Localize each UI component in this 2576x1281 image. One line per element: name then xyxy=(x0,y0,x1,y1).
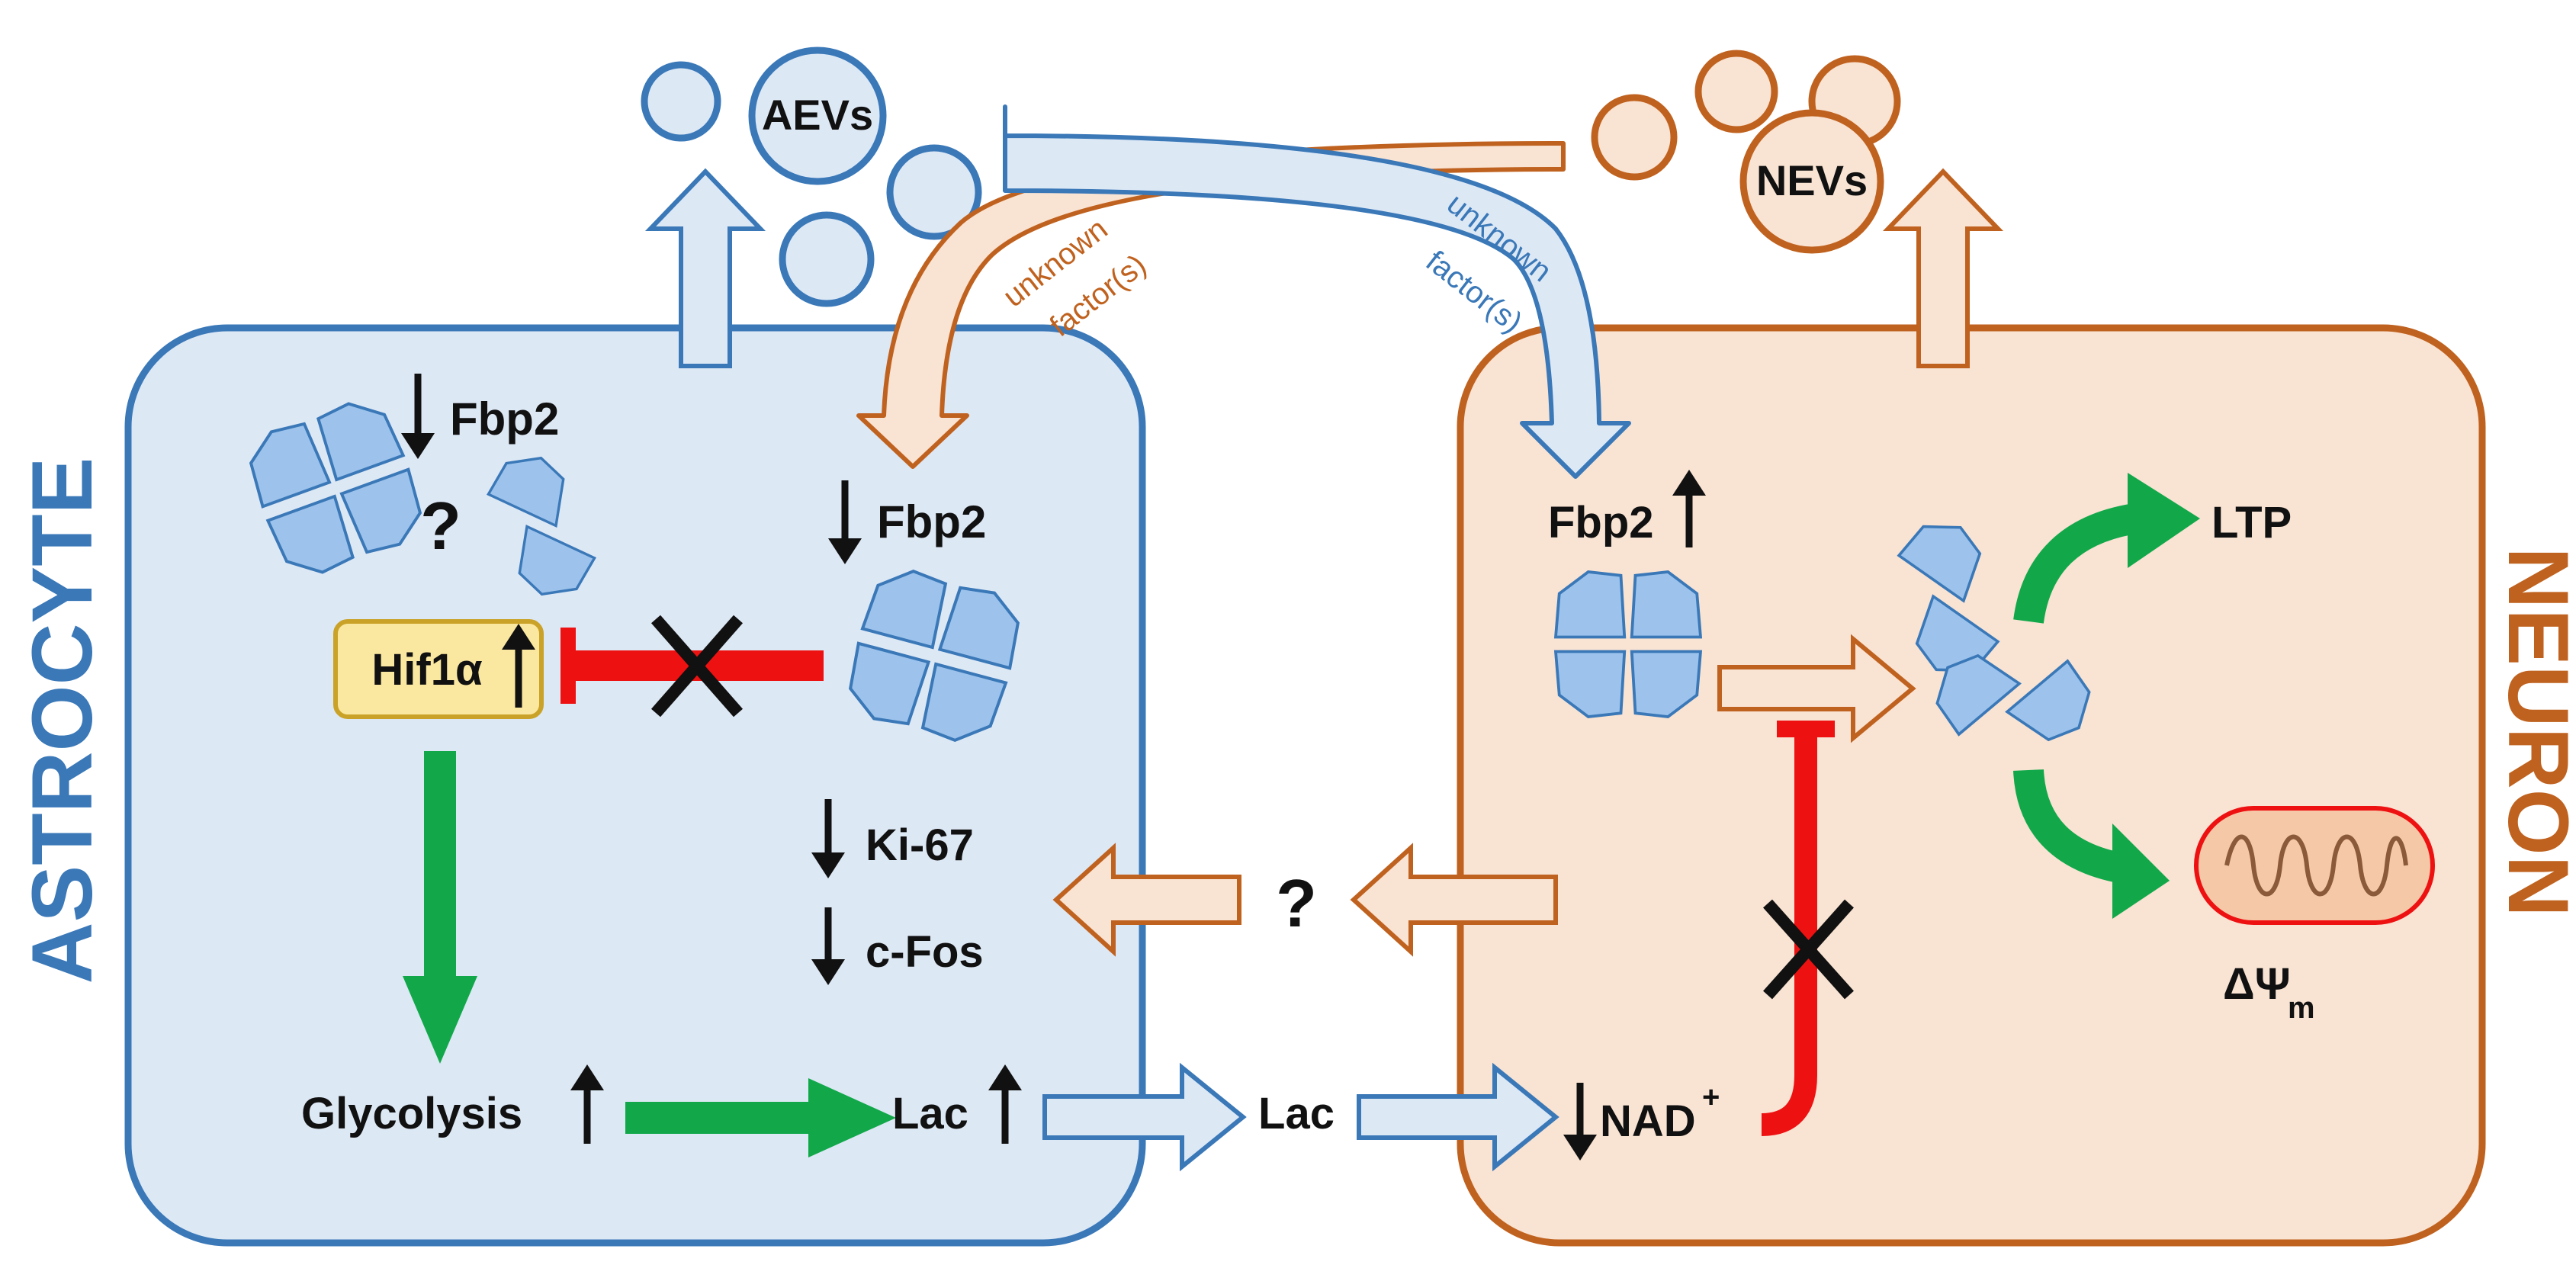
neuron-cell xyxy=(1457,324,2486,1247)
green-activation-arrowhead xyxy=(808,1078,896,1157)
astrocyte-cell xyxy=(124,324,1146,1247)
lac-transport-arrow xyxy=(1357,1062,1559,1172)
aev-vesicles xyxy=(641,47,982,307)
ki67-label: Ki-67 xyxy=(866,820,974,870)
delta-psi-label: ΔΨ xyxy=(2223,959,2291,1009)
nad-inhibition-line xyxy=(1761,736,1817,1136)
nad-inhibition-tee xyxy=(1777,721,1835,737)
block-x-icon xyxy=(650,615,744,718)
dissociation-arrow xyxy=(1717,634,1916,743)
fbp2-neuron-label: Fbp2 xyxy=(1548,498,1654,547)
down-arrow-icon xyxy=(811,799,845,878)
astrocyte-label: ASTROCYTE xyxy=(14,458,110,984)
down-arrow-icon xyxy=(828,480,862,564)
up-arrow-icon xyxy=(570,1064,604,1144)
nevs-label: NEVs xyxy=(1756,156,1868,204)
question-mark-top: ? xyxy=(420,488,461,563)
inhibition-tee xyxy=(560,628,576,704)
green-activation-arrow xyxy=(424,751,456,980)
question-mark-middle: ? xyxy=(1276,865,1317,941)
delta-psi-subscript: m xyxy=(2288,991,2315,1025)
fbp2-right-label: Fbp2 xyxy=(877,496,986,547)
down-arrow-icon xyxy=(811,907,845,985)
astrocyte-release-arrow xyxy=(644,168,766,368)
up-arrow-icon xyxy=(988,1064,1022,1144)
lac-middle-label: Lac xyxy=(1258,1089,1335,1138)
mitochondrion-cristae xyxy=(2224,834,2408,897)
neuron-signal-arrow xyxy=(1052,843,1241,957)
cfos-label: c-Fos xyxy=(866,927,984,977)
green-mito-arrowhead xyxy=(2112,824,2170,919)
fbp2-top-label: Fbp2 xyxy=(450,393,559,445)
ltp-label: LTP xyxy=(2211,498,2292,547)
down-arrow-icon xyxy=(401,374,435,459)
nev-vesicles xyxy=(1591,50,1901,254)
hif1a-label: Hif1α xyxy=(371,645,483,695)
lac-transport-arrow xyxy=(1042,1062,1247,1172)
block-x-icon xyxy=(1763,899,1854,1000)
nad-superscript: + xyxy=(1702,1080,1720,1114)
green-activation-arrow xyxy=(625,1102,816,1134)
green-ltp-arrowhead xyxy=(2128,473,2200,568)
green-ltp-arrow xyxy=(2013,503,2138,624)
nad-label: NAD xyxy=(1600,1096,1696,1146)
green-activation-arrowhead xyxy=(403,976,477,1064)
mitochondrion-icon xyxy=(2194,806,2435,925)
up-arrow-icon xyxy=(502,624,535,708)
lac-astrocyte-label: Lac xyxy=(892,1089,968,1138)
aevs-label: AEVs xyxy=(762,91,873,139)
down-arrow-icon xyxy=(1563,1083,1597,1161)
neuron-label: NEURON xyxy=(2491,547,2576,917)
neuron-release-arrow xyxy=(1882,168,2004,368)
astrocyte-to-neuron-arrow xyxy=(1003,104,1631,479)
hif1a-box xyxy=(333,619,544,719)
up-arrow-icon xyxy=(1672,470,1706,547)
green-mito-arrow xyxy=(2013,769,2131,884)
glycolysis-label: Glycolysis xyxy=(301,1089,522,1138)
neuron-signal-arrow xyxy=(1350,843,1558,957)
